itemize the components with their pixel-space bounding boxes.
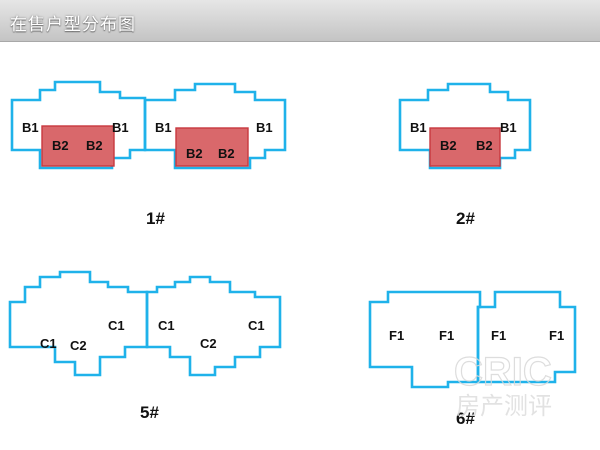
page-title: 在售户型分布图	[10, 15, 136, 35]
unit-label: F1	[389, 328, 404, 343]
unit-label: B1	[256, 120, 273, 135]
building-5-left-outline	[8, 270, 149, 377]
unit-label: F1	[439, 328, 454, 343]
watermark-logo-text: CRIC	[454, 350, 552, 394]
building-1: B1 B2 B2 B1 B1 B2 B2 B1 1#	[10, 80, 287, 228]
building-1-right-outline	[143, 82, 287, 170]
unit-label: B2	[86, 138, 103, 153]
unit-label: C1	[40, 336, 57, 351]
building-label: 5#	[140, 403, 159, 422]
building-1-on-sale-block-right	[175, 127, 249, 167]
building-2-on-sale-block	[429, 127, 501, 167]
unit-label: B2	[52, 138, 69, 153]
unit-label: B1	[112, 120, 129, 135]
building-5-right-outline	[145, 275, 282, 377]
building-1-on-sale-block-left	[41, 125, 115, 167]
building-label: 1#	[146, 209, 165, 228]
unit-label: B2	[186, 146, 203, 161]
unit-label: F1	[491, 328, 506, 343]
cric-watermark-logo: CRIC 房产测评	[453, 349, 552, 420]
building-6-right-outline	[476, 290, 577, 384]
unit-label: B2	[440, 138, 457, 153]
unit-label: B1	[410, 120, 427, 135]
building-2-outline	[398, 82, 532, 170]
unit-label: B1	[22, 120, 39, 135]
unit-label: B1	[155, 120, 172, 135]
watermark-subtitle: 房产测评	[456, 392, 552, 420]
unit-label: B2	[476, 138, 493, 153]
building-2: B1 B2 B2 B1 2#	[398, 82, 532, 228]
unit-label: C2	[200, 336, 217, 351]
unit-label: F1	[549, 328, 564, 343]
unit-label: B2	[218, 146, 235, 161]
unit-label: C2	[70, 338, 87, 353]
header-bar: 在售户型分布图	[0, 0, 600, 42]
building-1-left-outline	[10, 80, 147, 170]
unit-label: C1	[248, 318, 265, 333]
building-label: 2#	[456, 209, 475, 228]
building-label: 6#	[456, 409, 475, 428]
unit-label: B1	[500, 120, 517, 135]
building-6: F1 F1 F1 F1 6#	[368, 290, 577, 428]
unit-label: C1	[158, 318, 175, 333]
unit-label: C1	[108, 318, 125, 333]
building-5: C1 C2 C1 C1 C2 C1 5#	[8, 270, 282, 422]
